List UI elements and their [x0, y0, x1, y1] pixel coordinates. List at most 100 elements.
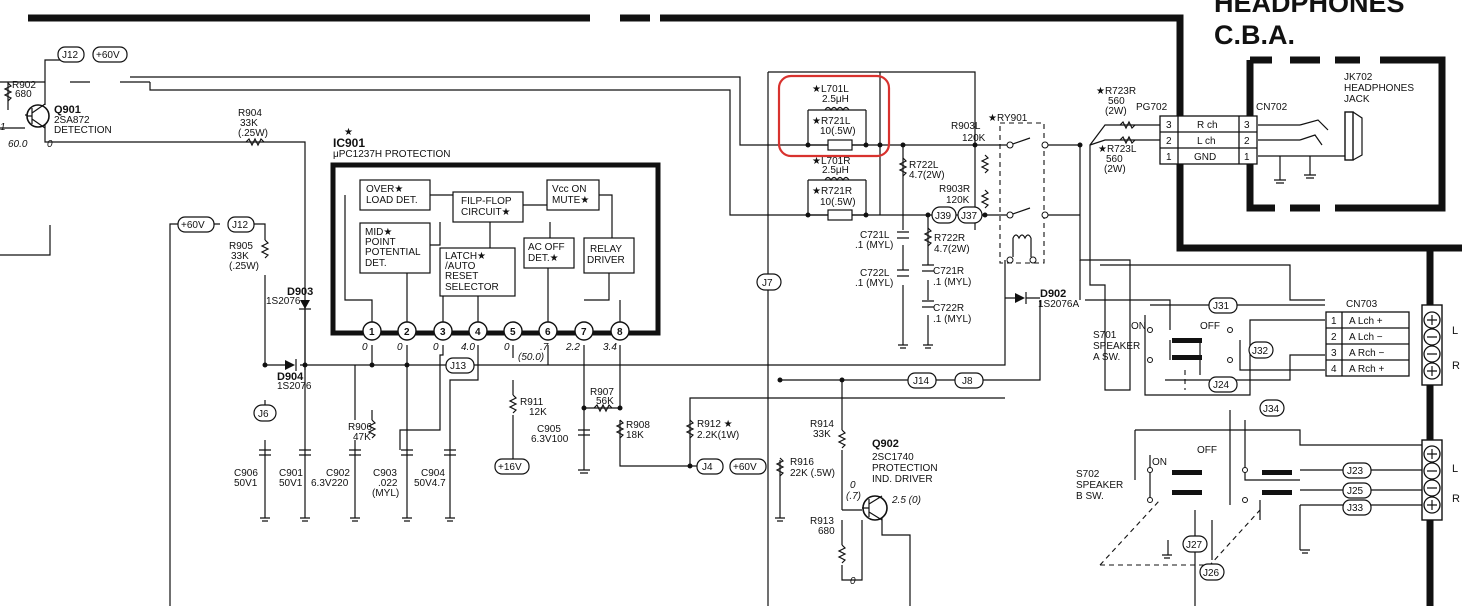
ic901-ref: IC901: [333, 136, 365, 150]
r916-resistor: [775, 457, 785, 477]
jk702-line1: HEADPHONES: [1344, 83, 1414, 94]
s702-on: ON: [1152, 457, 1167, 468]
r723l-rating: (2W): [1104, 164, 1126, 175]
c722r-ref: C722R: [933, 303, 964, 314]
s702-line1: S702: [1076, 469, 1100, 480]
q901-v-left: 1: [0, 122, 6, 133]
r722l-resistor: [898, 157, 908, 177]
cn702-row2-pin: 2: [1166, 136, 1172, 147]
j37-label: J37: [961, 211, 978, 222]
acoff-line1: AC OFF: [528, 242, 565, 253]
c906-ref: C906: [234, 468, 258, 479]
r907-resistor: [593, 403, 613, 413]
r914-val: 33K: [813, 429, 831, 440]
cn703-row2-pin: 2: [1331, 332, 1337, 343]
c901-ref: C901: [279, 468, 303, 479]
r903r-ref: R903R: [939, 184, 970, 195]
cn702-table: [1159, 115, 1258, 165]
mid-line2: POINT: [365, 237, 396, 248]
d904-ref: D904: [277, 371, 304, 383]
d903-type: 1S2076: [266, 296, 301, 307]
c902-val: 6.3V220: [311, 478, 349, 489]
header-line1: HEADPHONES: [1214, 0, 1405, 18]
r722r-val: 4.7(2W): [934, 244, 970, 255]
pg702-label: PG702: [1136, 102, 1168, 113]
latch-line2: /AUTO: [445, 261, 476, 272]
j7-label: J7: [762, 278, 773, 289]
j24-label: J24: [1213, 380, 1230, 391]
pin5-voltage: 0: [504, 342, 510, 353]
j31-label: J31: [1213, 301, 1230, 312]
s702-line2: SPEAKER: [1076, 480, 1123, 491]
pin1-voltage: 0: [362, 342, 368, 353]
overload-line1: OVER★: [366, 184, 403, 195]
q902-v-col: 2.5 (0): [891, 495, 921, 506]
r723r-ref: ★R723R: [1096, 86, 1136, 97]
r905-resistor: [260, 239, 270, 259]
c904-ref: C904: [421, 468, 445, 479]
mute-line1: Vcc ON: [552, 184, 586, 195]
s701-switch: [1147, 327, 1233, 363]
output-capacitors: [897, 231, 934, 349]
c721r-ref: C721R: [933, 266, 964, 277]
cn702-row3-label: GND: [1194, 152, 1216, 163]
j12-top-label: J12: [62, 50, 79, 61]
mid-line4: DET.: [365, 258, 387, 269]
junctions: [262, 142, 1083, 469]
output-filter-right: [807, 176, 867, 221]
q902-v-base2: (.7): [846, 491, 861, 502]
output-filter-left: [807, 106, 867, 151]
r904-ref: R904: [238, 108, 262, 119]
j32-label: J32: [1252, 346, 1269, 357]
cn702-label: CN702: [1256, 102, 1288, 113]
l701l-ref: ★L701L: [812, 84, 849, 95]
j34-label: J34: [1263, 404, 1280, 415]
ic901-pins: [362, 321, 630, 341]
d902-type: 1S2076A: [1038, 299, 1079, 310]
pin8-voltage: 3.4: [603, 342, 617, 353]
r916-ref: R916: [790, 457, 814, 468]
pin-7: 7: [581, 327, 587, 338]
r911-val: 12K: [529, 407, 547, 418]
j14-label: J14: [913, 376, 930, 387]
s701-line2: SPEAKER: [1093, 341, 1140, 352]
latch-line4: SELECTOR: [445, 282, 499, 293]
cn702-row1-pin2: 3: [1244, 120, 1250, 131]
r723l-ref: ★R723L: [1098, 144, 1137, 155]
plus60-bottom-label: +60V: [733, 462, 757, 473]
c903-ref: C903: [373, 468, 397, 479]
jk702-ref: JK702: [1344, 72, 1373, 83]
jumper-pills: [57, 46, 1372, 581]
cn703-row3-label: A Rch −: [1349, 348, 1384, 359]
relay-line2: DRIVER: [587, 255, 625, 266]
pin4-voltage: 4.0: [461, 342, 475, 353]
r903l-val: 120K: [962, 133, 986, 144]
cn702-row2-pin2: 2: [1244, 136, 1250, 147]
r906-val: 47K: [353, 432, 371, 443]
r902-val: 680: [15, 89, 32, 100]
r906-resistor: [367, 419, 377, 439]
c721r-val: .1 (MYL): [933, 277, 971, 288]
overload-line2: LOAD DET.: [366, 195, 418, 206]
d903-diode: [299, 300, 311, 310]
s701-line1: S701: [1093, 330, 1117, 341]
cn702-row2-label: L ch: [1197, 136, 1216, 147]
q901-transistor: [26, 103, 50, 129]
r905-ref: R905: [229, 241, 253, 252]
r721r-val: 10(.5W): [820, 197, 856, 208]
pin-1: 1: [369, 327, 375, 338]
q902-func1: PROTECTION: [872, 463, 938, 474]
s702-switch: [1147, 467, 1292, 503]
r913-val: 680: [818, 526, 835, 537]
ic901-desc: μPC1237H PROTECTION: [333, 149, 450, 160]
j27-label: J27: [1186, 540, 1203, 551]
r902-resistor: [3, 82, 13, 102]
cn702-row1-label: R ch: [1197, 120, 1218, 131]
c721l-ref: C721L: [860, 230, 890, 241]
r908-val: 18K: [626, 430, 644, 441]
r904-rating: (.25W): [238, 128, 268, 139]
ic901-internal-blocks: [344, 179, 635, 325]
pin7-voltage: 2.2: [565, 342, 580, 353]
pin3-voltage: 0: [433, 342, 439, 353]
edge-label-r2: R: [1452, 493, 1460, 505]
